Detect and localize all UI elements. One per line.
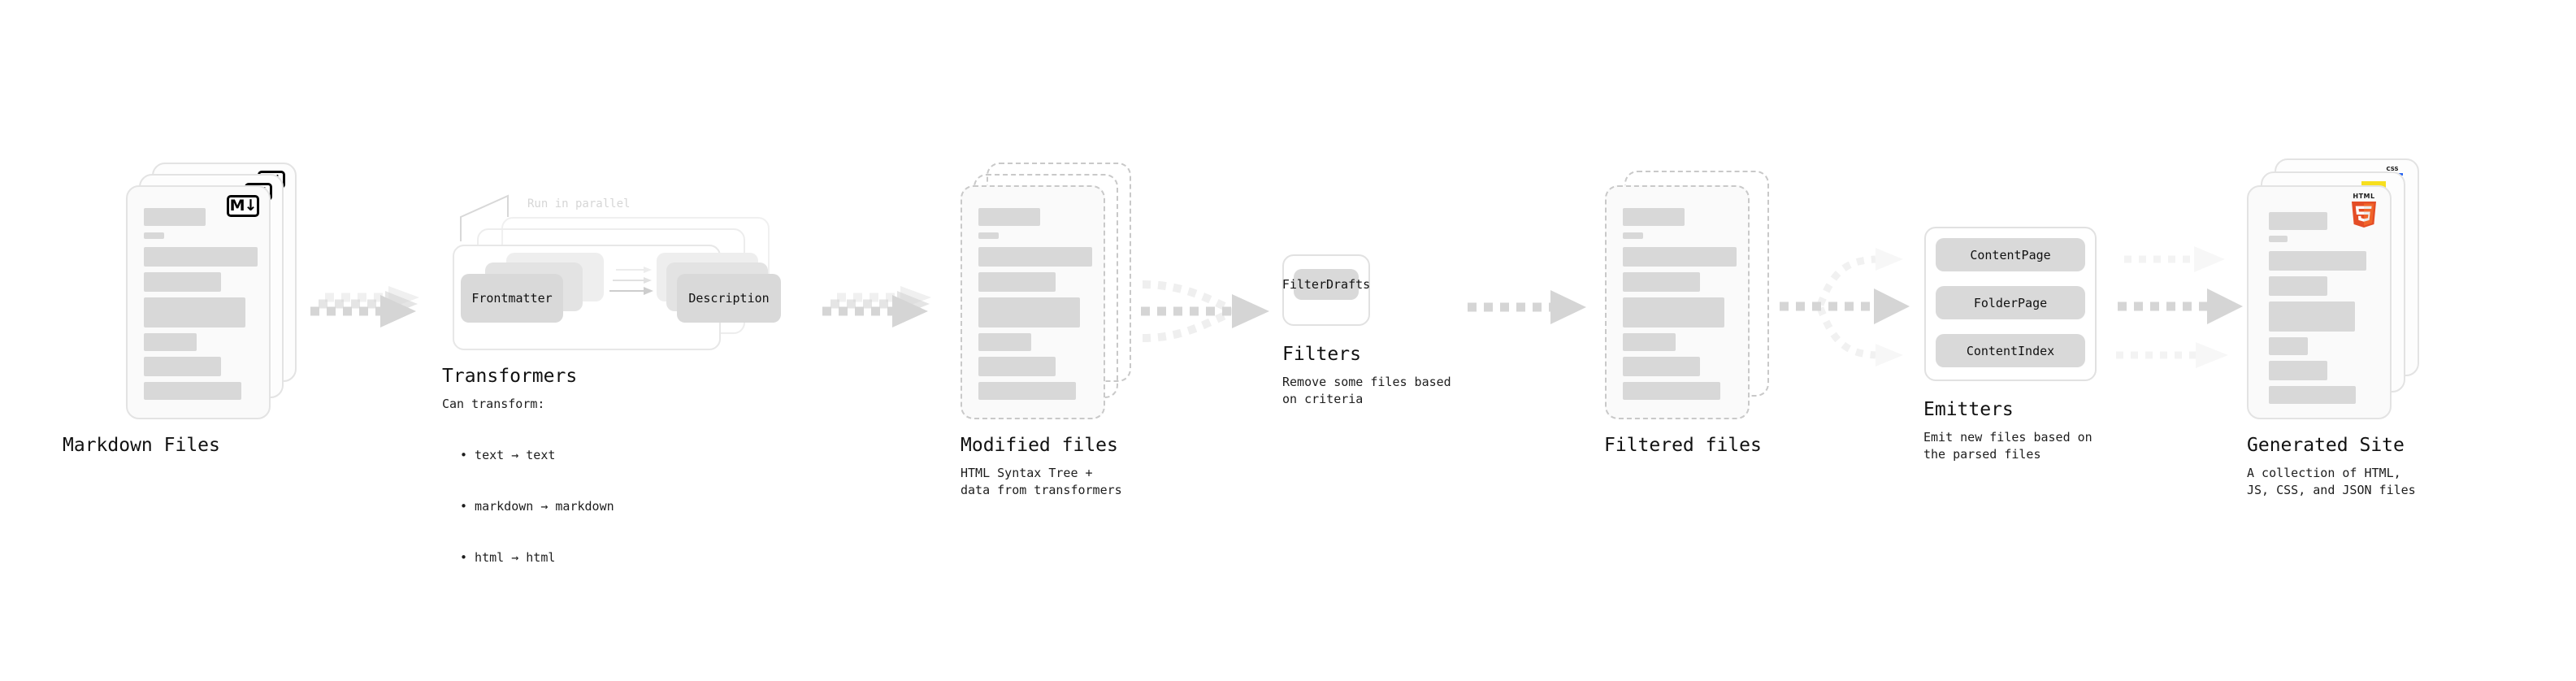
stage-title-filtered-files: Filtered files xyxy=(1604,435,1762,456)
stage-title-generated-site: Generated Site xyxy=(2247,435,2405,456)
stage-title-modified-files: Modified files xyxy=(961,435,1118,456)
stage-markdown-files: M↓ M↓ M↓ Markdown Fi xyxy=(63,163,297,456)
stage-title-transformers: Transformers xyxy=(442,366,578,387)
stage-generated-site: CSS xyxy=(2247,158,2426,497)
content-bar xyxy=(2269,337,2308,355)
content-bar xyxy=(2269,212,2327,230)
emitters-caption-line-1: Emit new files based on xyxy=(1923,430,2092,445)
emitters-caption-line-2: the parsed files xyxy=(1923,447,2041,462)
content-bar xyxy=(978,272,1056,292)
run-in-parallel-label: Run in parallel xyxy=(527,197,631,210)
content-bar xyxy=(2269,361,2327,380)
modified-files-caption-line-1: HTML Syntax Tree + xyxy=(961,466,1093,480)
modified-files-caption-line-2: data from transformers xyxy=(961,483,1122,497)
content-bar xyxy=(978,247,1092,267)
content-bar xyxy=(1623,208,1685,226)
content-bar xyxy=(978,357,1056,376)
content-bar xyxy=(144,272,221,292)
document-sheet-front xyxy=(961,185,1105,419)
filter-node-filterdrafts[interactable]: FilterDrafts xyxy=(1282,269,1370,300)
content-bar xyxy=(2269,251,2366,271)
content-bar xyxy=(144,382,241,400)
filters-caption-line-2: on criteria xyxy=(1282,392,1364,406)
transformer-node-frontmatter[interactable]: Frontmatter xyxy=(461,274,563,323)
content-bar xyxy=(1623,232,1643,239)
content-bar xyxy=(978,208,1040,226)
content-bar xyxy=(2269,276,2327,296)
document-content xyxy=(128,187,269,418)
document-sheet-front: M↓ xyxy=(126,185,271,419)
generated-site-caption-line-2: JS, CSS, and JSON files xyxy=(2247,483,2416,497)
stage-title-markdown-files: Markdown Files xyxy=(63,435,220,456)
stage-title-filters: Filters xyxy=(1282,344,1361,365)
transformers-caption-heading: Can transform: xyxy=(442,397,545,411)
content-bar xyxy=(978,333,1031,351)
stage-title-emitters: Emitters xyxy=(1923,399,2014,420)
content-bar xyxy=(1623,357,1700,376)
generated-site-stack: CSS xyxy=(2247,158,2426,427)
content-bar xyxy=(144,333,197,351)
html5-badge-word: HTML xyxy=(2353,193,2375,200)
modified-file-stack xyxy=(961,163,1131,423)
arrow-markdown-to-transformers xyxy=(310,286,419,327)
html5-badge: HTML xyxy=(2350,193,2378,228)
document-sheet-front xyxy=(1605,185,1750,419)
content-bar xyxy=(2269,236,2288,242)
filters-caption-line-1: Remove some files based xyxy=(1282,375,1451,389)
transformers-caption-item: • html → html xyxy=(460,550,556,565)
document-content xyxy=(2249,187,2390,418)
document-sheet-html: HTML xyxy=(2247,185,2392,419)
document-content xyxy=(962,187,1104,418)
generated-site-caption-line-1: A collection of HTML, xyxy=(2247,466,2401,480)
transformers-caption-item: • markdown → markdown xyxy=(460,499,614,514)
document-content xyxy=(1607,187,1748,418)
content-bar xyxy=(144,247,258,267)
content-bar xyxy=(144,357,221,376)
transformer-inner-arrows xyxy=(609,267,653,295)
emitter-node-folderpage[interactable]: FolderPage xyxy=(1936,286,2085,319)
content-bar xyxy=(144,208,206,226)
markdown-badge: M↓ xyxy=(227,195,259,217)
arrow-filtered-files-to-emitters xyxy=(1780,248,1910,367)
stage-emitters: ContentPage FolderPage ContentIndex Emit… xyxy=(1923,227,2097,462)
content-bar xyxy=(978,382,1076,400)
content-bar xyxy=(2269,386,2356,404)
arrow-emitters-to-generated-site xyxy=(2116,246,2243,368)
content-bar xyxy=(2269,301,2355,332)
content-bar xyxy=(144,297,245,327)
html5-shield-icon xyxy=(2352,202,2376,228)
transformers-caption-item: • text → text xyxy=(460,448,556,462)
stage-filtered-files: Filtered files xyxy=(1604,163,1776,456)
content-bar xyxy=(978,297,1080,327)
content-bar xyxy=(1623,247,1737,267)
arrow-modified-files-to-filters xyxy=(1141,280,1269,342)
stage-modified-files: Modified files HTML Syntax Tree + data f… xyxy=(961,163,1131,497)
stage-filters: FilterDrafts Filters Remove some files b… xyxy=(1282,254,1451,406)
arrow-filters-to-filtered-files xyxy=(1468,290,1586,324)
emitter-node-contentpage[interactable]: ContentPage xyxy=(1936,238,2085,271)
emitter-node-contentindex[interactable]: ContentIndex xyxy=(1936,334,2085,367)
markdown-file-stack: M↓ M↓ M↓ xyxy=(126,163,297,423)
content-bar xyxy=(1623,297,1724,327)
transformers-caption-list: • text → text • markdown → markdown • ht… xyxy=(450,413,614,601)
content-bar xyxy=(1623,333,1676,351)
filtered-file-stack xyxy=(1605,163,1776,423)
content-bar xyxy=(978,232,999,239)
css-badge-label: CSS xyxy=(2386,166,2399,172)
parallel-bracket xyxy=(460,194,509,241)
transformer-node-description[interactable]: Description xyxy=(677,274,781,323)
content-bar xyxy=(1623,272,1700,292)
content-bar xyxy=(1623,382,1720,400)
content-bar xyxy=(144,232,164,239)
arrow-transformers-to-modified-files xyxy=(822,286,931,327)
